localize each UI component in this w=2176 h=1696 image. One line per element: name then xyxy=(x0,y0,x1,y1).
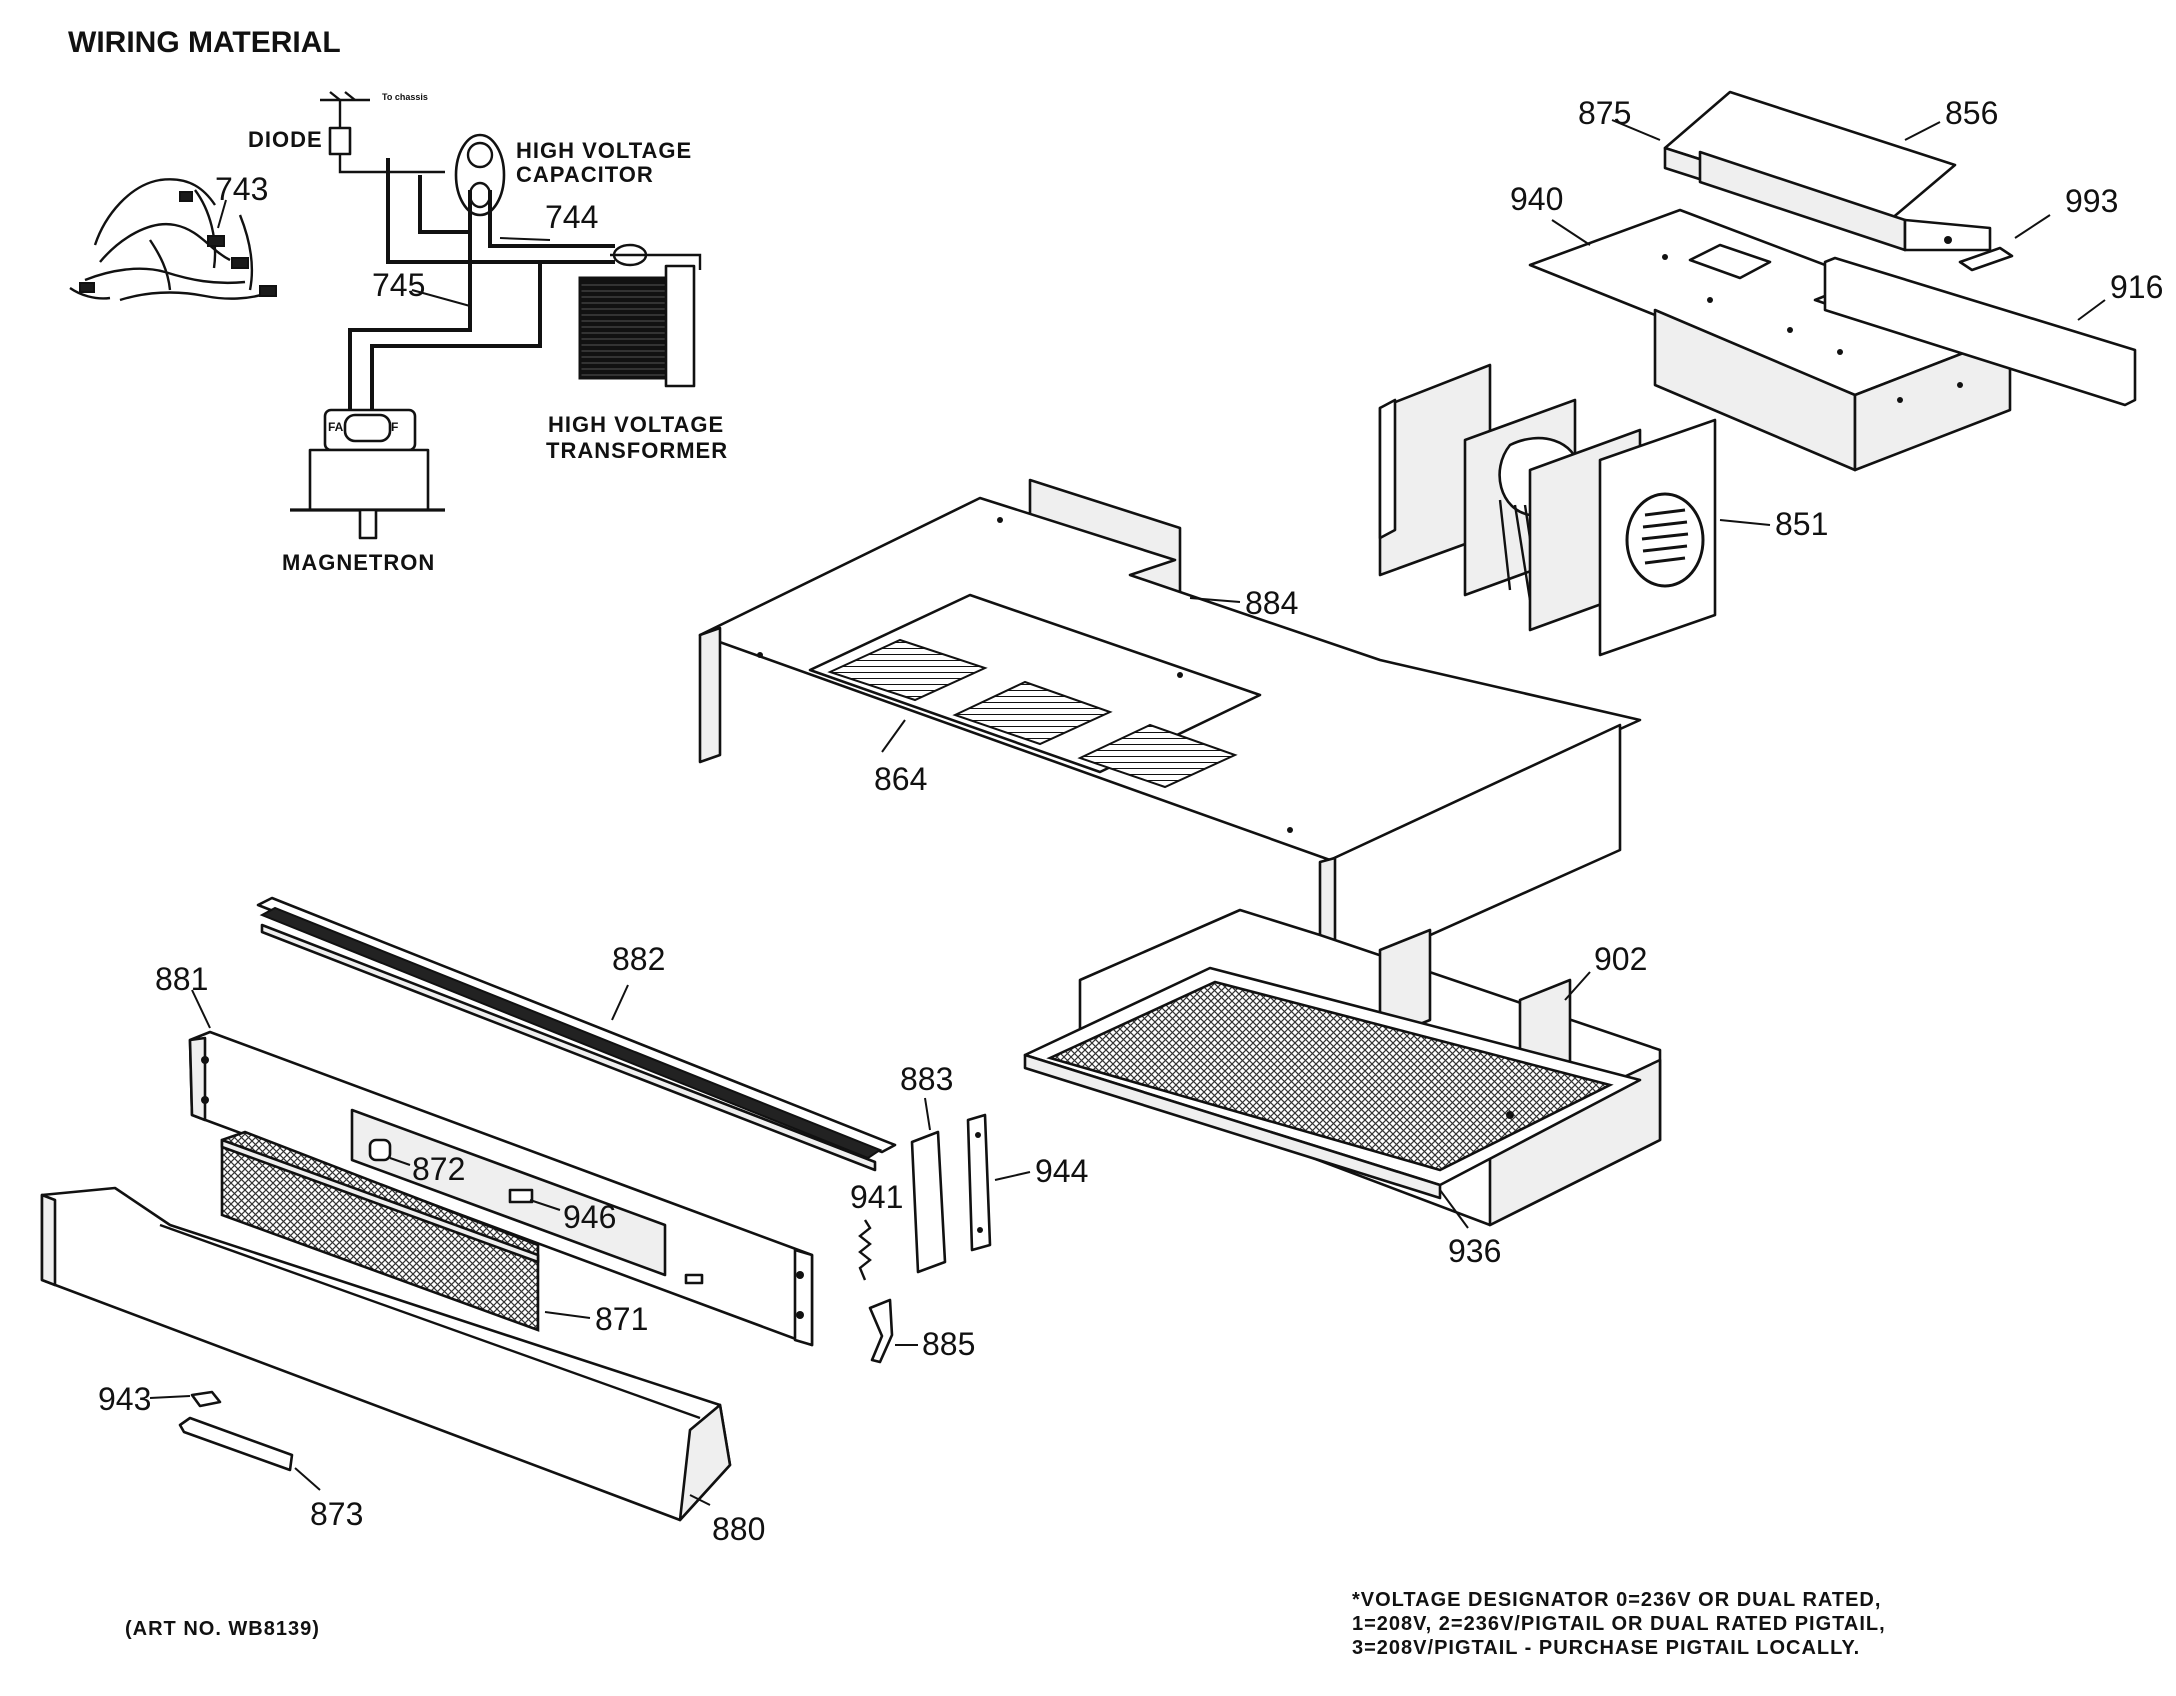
part-label-864: 864 xyxy=(874,761,927,797)
part-label-743: 743 xyxy=(215,171,268,207)
part-label-856: 856 xyxy=(1945,95,1998,131)
f-terminal-label: F xyxy=(391,420,398,434)
bracket-944 xyxy=(966,1113,992,1252)
voltage-note-line-3: 3=208V/PIGTAIL - PURCHASE PIGTAIL LOCALL… xyxy=(1352,1637,1860,1659)
control-panel-881 xyxy=(188,1030,814,1347)
clip-943 xyxy=(190,1390,222,1408)
part-label-944: 944 xyxy=(1035,1153,1088,1189)
hv-capacitor-label-1: HIGH VOLTAGE xyxy=(516,138,692,163)
part-label-745: 745 xyxy=(372,267,425,303)
strip-916 xyxy=(1823,256,2137,407)
art-number: (ART NO. WB8139) xyxy=(125,1618,320,1640)
latch-885 xyxy=(868,1298,894,1364)
handle-873 xyxy=(178,1416,294,1472)
part-label-993: 993 xyxy=(2065,183,2118,219)
housing-884 xyxy=(698,478,1642,987)
baffle-883 xyxy=(910,1130,947,1274)
blower-assembly-851 xyxy=(1378,363,1717,657)
part-label-872: 872 xyxy=(412,1151,465,1187)
diode-label: DIODE xyxy=(248,127,323,152)
magnetron-label: MAGNETRON xyxy=(282,550,435,575)
part-label-744: 744 xyxy=(545,199,598,235)
capacitor-body xyxy=(454,133,506,217)
part-label-884: 884 xyxy=(1245,585,1298,621)
clip-993 xyxy=(1958,246,2014,272)
part-label-851: 851 xyxy=(1775,506,1828,542)
front-trim-880 xyxy=(40,1186,732,1522)
grease-filter-936 xyxy=(1023,966,1642,1200)
hv-transformer-label-2: TRANSFORMER xyxy=(546,438,728,463)
part-label-883: 883 xyxy=(900,1061,953,1097)
part-label-871: 871 xyxy=(595,1301,648,1337)
fa-terminal-label: FA xyxy=(328,420,344,434)
voltage-note-line-1: *VOLTAGE DESIGNATOR 0=236V OR DUAL RATED… xyxy=(1352,1589,1881,1611)
voltage-note-line-2: 1=208V, 2=236V/PIGTAIL OR DUAL RATED PIG… xyxy=(1352,1613,1886,1635)
part-label-885: 885 xyxy=(922,1326,975,1362)
wire-harness-743 xyxy=(69,178,277,302)
part-label-902: 902 xyxy=(1594,941,1647,977)
diode-symbol xyxy=(328,126,352,156)
page-title: WIRING MATERIAL xyxy=(68,26,341,59)
filter-871 xyxy=(220,1130,540,1332)
part-label-880: 880 xyxy=(712,1511,765,1547)
part-label-875: 875 xyxy=(1578,95,1631,131)
part-label-882: 882 xyxy=(612,941,665,977)
part-label-943: 943 xyxy=(98,1381,151,1417)
part-label-941: 941 xyxy=(850,1179,903,1215)
leader-744 xyxy=(499,237,551,241)
hv-capacitor-label-2: CAPACITOR xyxy=(516,162,654,187)
part-label-916: 916 xyxy=(2110,269,2163,305)
part-label-936: 936 xyxy=(1448,1233,1501,1269)
magnetron-symbol xyxy=(290,408,445,540)
hv-transformer-symbol xyxy=(578,243,702,388)
leader-745 xyxy=(411,289,471,307)
part-label-946: 946 xyxy=(563,1199,616,1235)
spring-941 xyxy=(858,1219,872,1281)
rail-882 xyxy=(256,896,897,1172)
part-label-940: 940 xyxy=(1510,181,1563,217)
to-chassis-label: To chassis xyxy=(382,92,428,102)
part-label-873: 873 xyxy=(310,1496,363,1532)
wiring-schematic xyxy=(290,91,702,540)
bracket-856 xyxy=(1663,90,1992,252)
part-label-881: 881 xyxy=(155,961,208,997)
hv-transformer-label-1: HIGH VOLTAGE xyxy=(548,412,724,437)
top-panel-940 xyxy=(1528,208,2012,472)
